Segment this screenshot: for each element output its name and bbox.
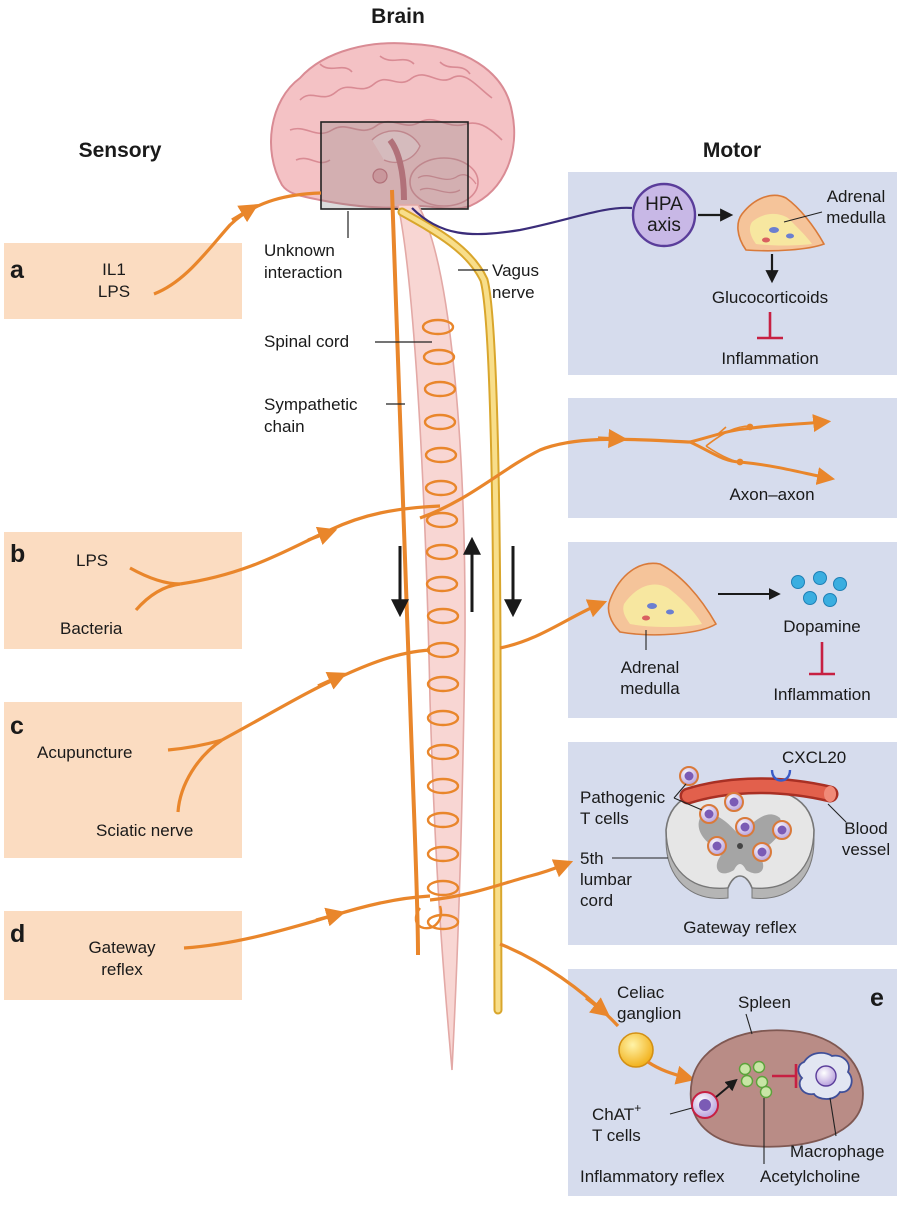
pathogenic-t-cells xyxy=(679,766,792,862)
efferent-gateway xyxy=(429,859,574,902)
sympathetic-chain-trunk xyxy=(390,189,420,956)
adrenal-gland-top xyxy=(737,194,826,252)
inhibit-symbol-dopamine xyxy=(809,642,835,676)
efferent-axon xyxy=(419,437,691,520)
macrophage-label: Macrophage xyxy=(790,1142,885,1161)
inflammatory-reflex-label: Inflammatory reflex xyxy=(580,1167,725,1186)
tcell-to-ach-arrow xyxy=(715,1078,738,1098)
sensory-b-lps-label: LPS xyxy=(76,551,108,570)
glucocorticoids-label: Glucocorticoids xyxy=(712,288,828,307)
letter-a: a xyxy=(10,256,25,284)
sensory-b-bacteria-label: Bacteria xyxy=(60,619,123,638)
letter-d: d xyxy=(10,920,25,948)
sensory-header: Sensory xyxy=(79,139,162,162)
sensory-c-acupuncture-label: Acupuncture xyxy=(37,743,132,762)
chat-t-cells-label: ChAT+T cells xyxy=(592,1101,641,1145)
motor-header: Motor xyxy=(703,139,761,162)
efferent-dopamine xyxy=(499,599,608,650)
celiac-to-spleen xyxy=(647,1060,696,1085)
inflammation-label-2: Inflammation xyxy=(773,685,870,704)
sympathetic-chain-coils xyxy=(421,318,460,931)
afferent-a xyxy=(153,191,322,296)
afferent-c xyxy=(221,648,431,742)
hpa-axis-node xyxy=(631,182,697,248)
afferent-c-sciatic xyxy=(176,738,223,813)
acetylcholine-label: Acetylcholine xyxy=(760,1167,860,1186)
gateway-reflex-label: Gateway reflex xyxy=(683,918,797,937)
brain-illustration xyxy=(270,42,516,210)
blood-vessel xyxy=(679,777,839,805)
sensory-panel-c xyxy=(4,702,242,858)
spinal-cord-label: Spinal cord xyxy=(264,332,349,351)
inflammation-label-1: Inflammation xyxy=(721,349,818,368)
motor-panel-hpa xyxy=(568,172,897,375)
acetylcholine-molecules xyxy=(738,1060,773,1099)
spleen-label: Spleen xyxy=(738,993,791,1012)
cxcl20-label: CXCL20 xyxy=(782,748,846,767)
letter-c: c xyxy=(10,712,24,740)
dopamine-molecules xyxy=(791,571,847,607)
chat-t-cell xyxy=(691,1091,719,1119)
sensory-c-sciatic-label: Sciatic nerve xyxy=(96,821,193,840)
celiac-ganglion xyxy=(618,1032,654,1068)
hpa-connector xyxy=(411,206,633,236)
sensory-panel-d xyxy=(4,911,242,1000)
axon-axon-label: Axon–axon xyxy=(729,485,814,504)
dopamine-label: Dopamine xyxy=(783,617,861,636)
letter-e: e xyxy=(870,984,884,1012)
letter-b: b xyxy=(10,540,25,568)
inhibit-symbol-ach xyxy=(772,1064,798,1088)
brain-focus-box xyxy=(320,121,469,210)
cxcl20-receptor xyxy=(770,769,792,782)
spinal-cord xyxy=(397,204,466,1071)
inhibit-symbol-gluco xyxy=(757,312,783,340)
motor-panel-axon xyxy=(568,398,897,518)
sensory-panel-b xyxy=(4,532,242,649)
afferent-b-bacteria xyxy=(134,582,181,612)
adrenal-gland-middle xyxy=(607,562,718,636)
macrophage-cell xyxy=(797,1052,853,1100)
brain-header: Brain xyxy=(371,5,425,28)
